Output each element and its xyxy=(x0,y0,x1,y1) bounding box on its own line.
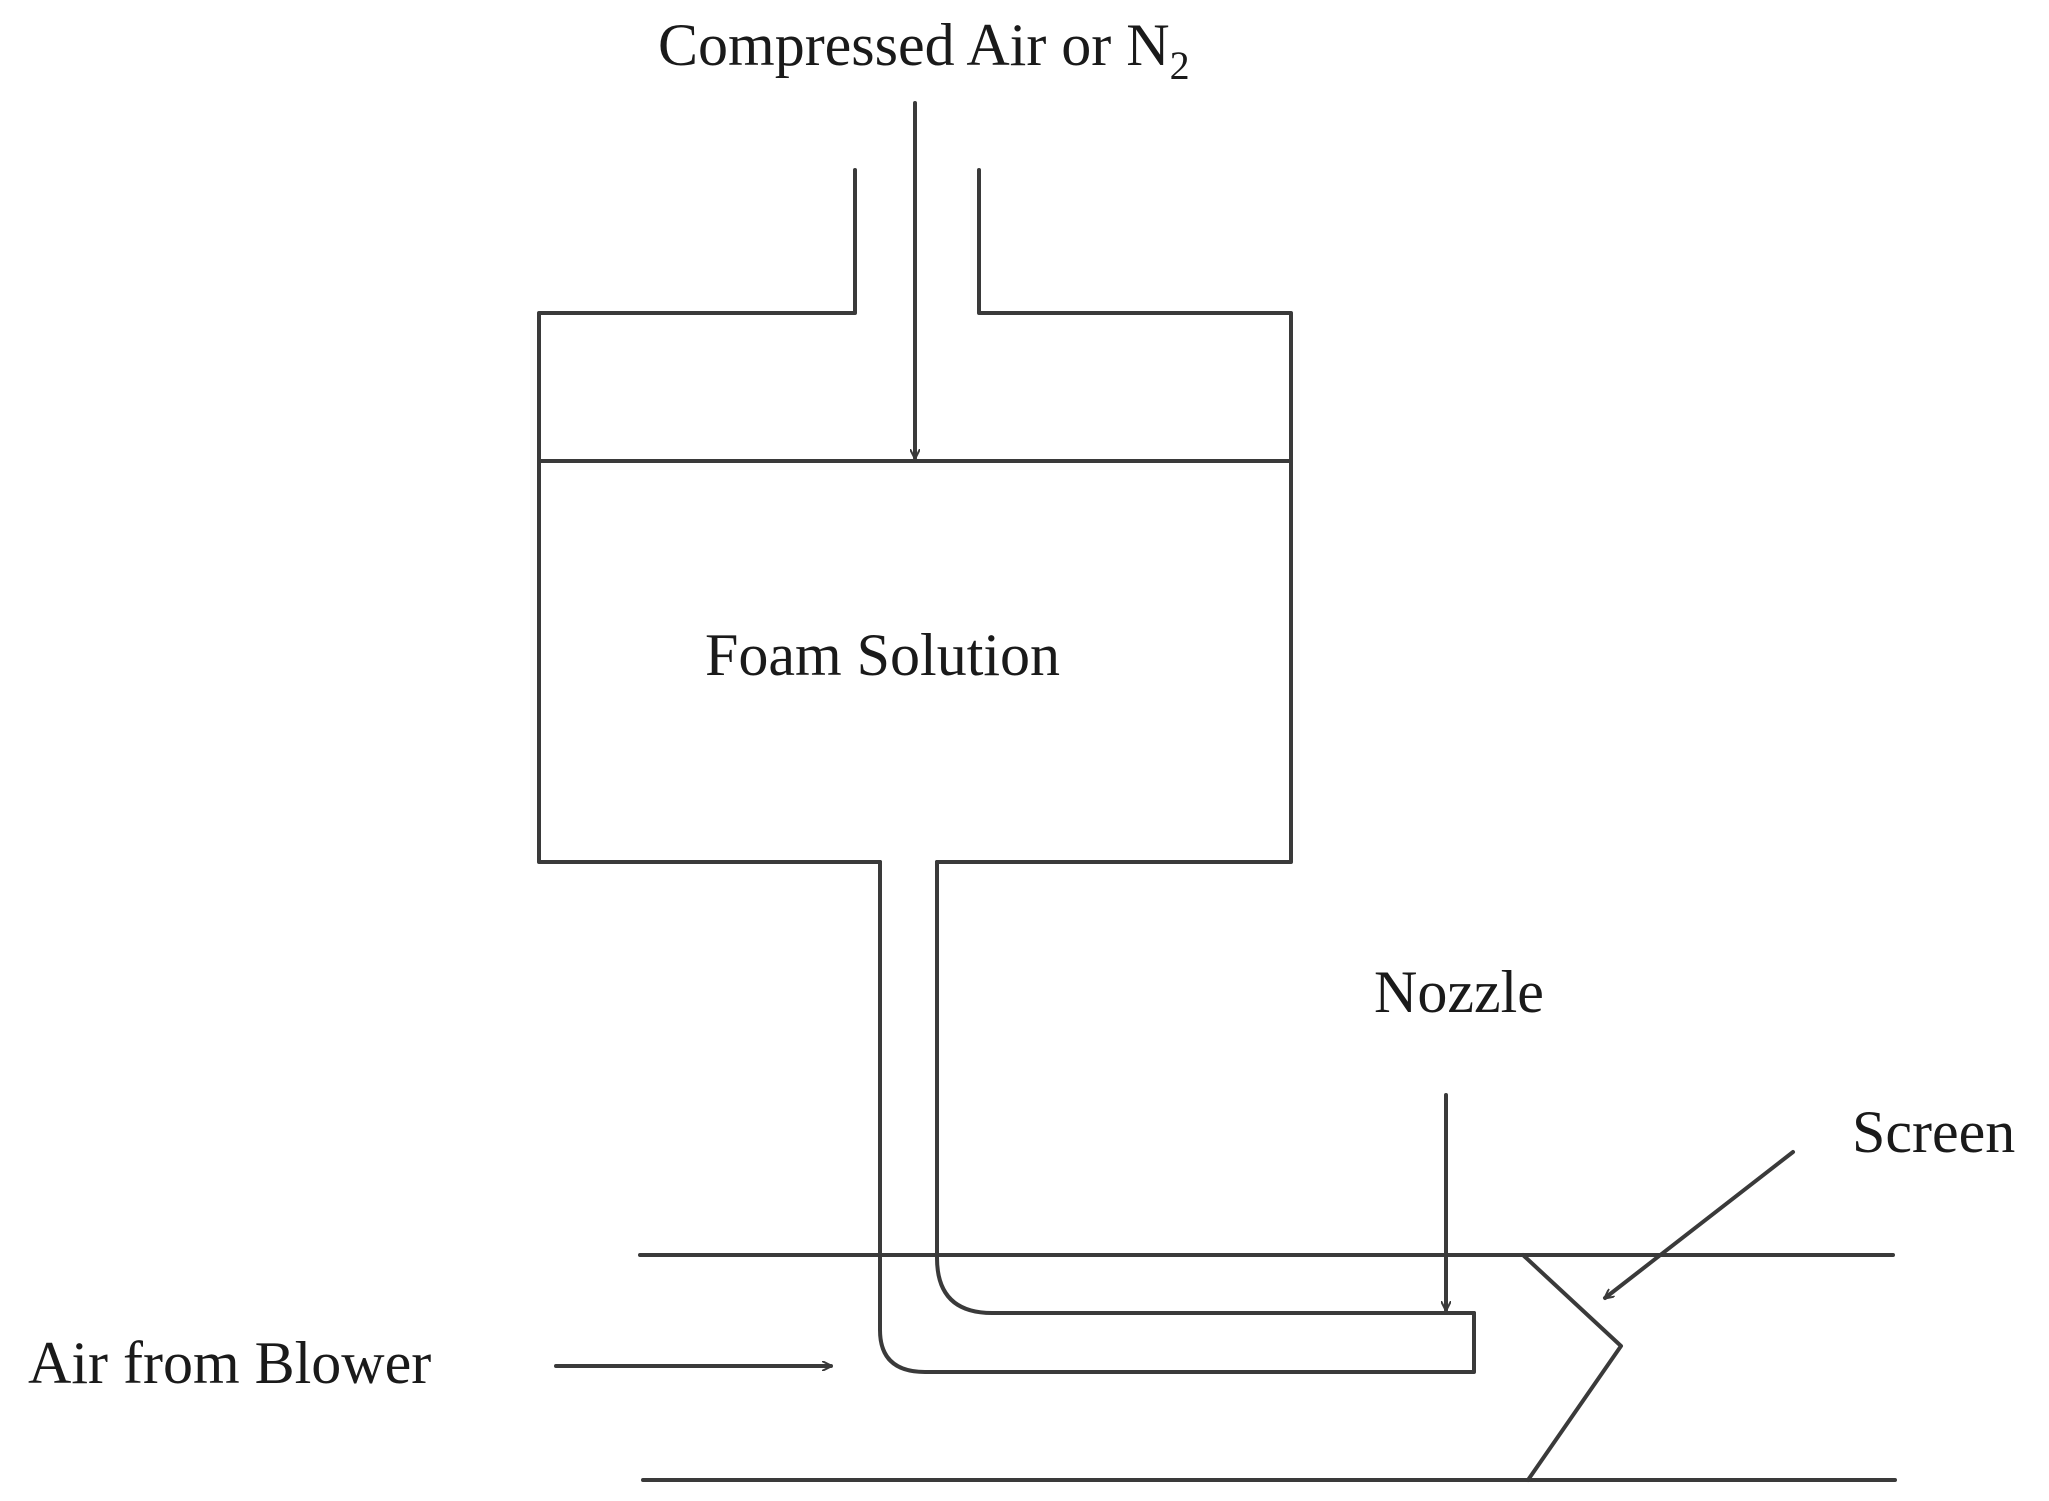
tank-outline xyxy=(537,168,882,864)
foam-solution-label: Foam Solution xyxy=(705,622,1060,688)
feed-pipe-outer xyxy=(878,860,1476,1374)
screen xyxy=(1521,1253,1623,1482)
compressed-gas-subscript: 2 xyxy=(1170,43,1190,88)
compressed-gas-label-text: Compressed Air or N xyxy=(658,12,1170,78)
screen-label: Screen xyxy=(1852,1099,2015,1165)
screen-arrow xyxy=(1605,1150,1795,1300)
compressed-gas-label: Compressed Air or N2 xyxy=(658,12,1190,88)
feed-pipe-inner xyxy=(935,860,1476,1315)
nozzle-label: Nozzle xyxy=(1374,959,1544,1025)
tank-outline-right xyxy=(935,168,1293,864)
air-from-blower-label: Air from Blower xyxy=(28,1330,431,1396)
